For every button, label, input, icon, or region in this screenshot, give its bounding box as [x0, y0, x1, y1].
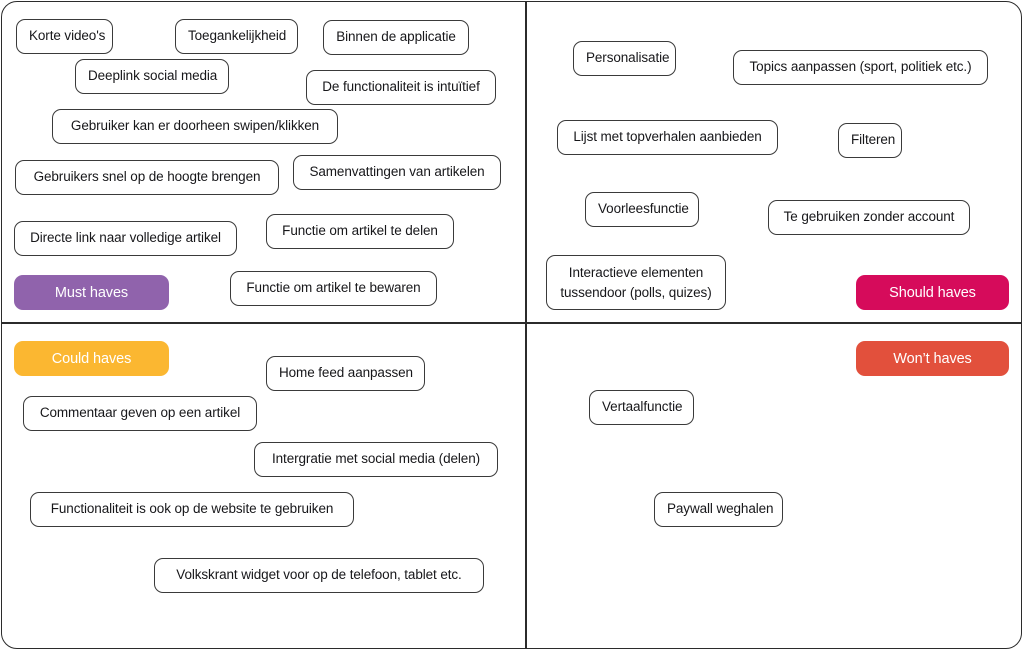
idea-card[interactable]: Deeplink social media — [75, 59, 229, 94]
idea-card[interactable]: Binnen de applicatie — [323, 20, 469, 55]
idea-card[interactable]: Samenvattingen van artikelen — [293, 155, 501, 190]
category-chip-should-haves[interactable]: Should haves — [856, 275, 1009, 310]
category-chip-must-haves[interactable]: Must haves — [14, 275, 169, 310]
idea-card[interactable]: Lijst met topverhalen aanbieden — [557, 120, 778, 155]
idea-card[interactable]: Toegankelijkheid — [175, 19, 298, 54]
idea-card[interactable]: Personalisatie — [573, 41, 676, 76]
idea-card[interactable]: Functionaliteit is ook op de website te … — [30, 492, 354, 527]
idea-card[interactable]: Gebruikers snel op de hoogte brengen — [15, 160, 279, 195]
idea-card[interactable]: Commentaar geven op een artikel — [23, 396, 257, 431]
idea-card[interactable]: Vertaalfunctie — [589, 390, 694, 425]
horizontal-divider — [1, 322, 1022, 324]
idea-card[interactable]: Home feed aanpassen — [266, 356, 425, 391]
idea-card[interactable]: Directe link naar volledige artikel — [14, 221, 237, 256]
idea-card[interactable]: Korte video's — [16, 19, 113, 54]
idea-card[interactable]: Topics aanpassen (sport, politiek etc.) — [733, 50, 988, 85]
idea-card[interactable]: Interactieve elementen tussendoor (polls… — [546, 255, 726, 311]
idea-card[interactable]: Voorleesfunctie — [585, 192, 699, 227]
idea-card[interactable]: Gebruiker kan er doorheen swipen/klikken — [52, 109, 338, 144]
vertical-divider — [525, 1, 527, 649]
idea-card[interactable]: Functie om artikel te delen — [266, 214, 454, 249]
idea-card[interactable]: Paywall weghalen — [654, 492, 783, 527]
category-chip-wont-haves[interactable]: Won’t haves — [856, 341, 1009, 376]
idea-card[interactable]: Te gebruiken zonder account — [768, 200, 970, 235]
category-chip-could-haves[interactable]: Could haves — [14, 341, 169, 376]
idea-card[interactable]: De functionaliteit is intuïtief — [306, 70, 496, 105]
idea-card[interactable]: Functie om artikel te bewaren — [230, 271, 437, 306]
idea-card[interactable]: Intergratie met social media (delen) — [254, 442, 498, 477]
idea-card[interactable]: Volkskrant widget voor op de telefoon, t… — [154, 558, 484, 593]
idea-card[interactable]: Filteren — [838, 123, 902, 158]
